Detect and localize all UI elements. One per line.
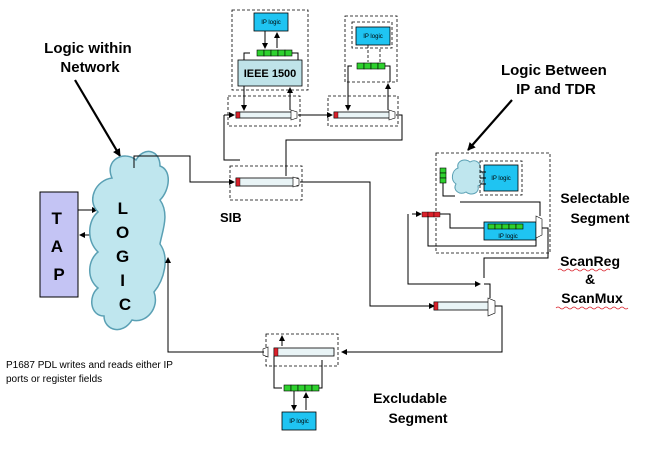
mux-right (535, 215, 543, 239)
lower-mux-register (433, 297, 496, 317)
register-red-bits (421, 211, 441, 218)
small-cloud (451, 159, 485, 195)
svg-text:IP logic: IP logic (491, 176, 511, 182)
wire-ieee-right (292, 52, 299, 60)
label-excludable-segment: Excludable Segment (373, 390, 451, 426)
ip-logic-right: IP logic (483, 164, 519, 192)
selectable-dashed-frame (435, 152, 551, 254)
wire-red-to-reg (440, 213, 484, 229)
wire-bits-to-cloud (442, 183, 455, 197)
ip-logic-top-left: IP logic (253, 12, 289, 32)
wire-excludable-to-logic (165, 257, 264, 353)
arrow-logic-within (74, 79, 121, 157)
svg-text:IEEE 1500: IEEE 1500 (244, 68, 297, 80)
wire-right-seg-left (347, 65, 352, 82)
ip-right-dashed-frame (344, 15, 398, 83)
ieee-1500-box: IEEE 1500 (237, 59, 303, 87)
wire-return-to-main-sib (285, 114, 403, 176)
spellcheck-underline-scanreg (557, 268, 611, 272)
wire-to-lower-mux (484, 283, 491, 298)
wire-mux-down (483, 227, 549, 278)
label-scanreg-scanmux: ScanReg & ScanMux (560, 253, 624, 306)
label-logic-between-ip-tdr: Logic Between IP and TDR (501, 62, 611, 98)
wire-left-loop (223, 115, 240, 161)
wire-cloud-to-mux (460, 201, 541, 216)
wire-mux-to-excludable (341, 305, 503, 355)
logic-letters: L O G I C (116, 199, 134, 314)
ip-logic-register: IP logic (483, 221, 537, 241)
svg-text:IP logic: IP logic (363, 34, 383, 40)
right-segment-bits (356, 62, 386, 70)
upper-sib-left (227, 95, 301, 127)
svg-text:IP logic: IP logic (498, 234, 518, 240)
upper-sib-right (327, 95, 399, 127)
main-sib (229, 165, 303, 201)
excludable-segment-bits (283, 384, 320, 392)
ip-logic-bottom: IP logic (281, 411, 317, 431)
arrow-logic-between (467, 99, 513, 151)
logic-cloud: L O G I C (89, 150, 169, 331)
tap-block: T A P (39, 191, 79, 298)
excludable-sib (262, 333, 339, 367)
wire-right-seg-right (385, 65, 391, 82)
svg-text:IP logic: IP logic (289, 419, 309, 425)
pdl-note: P1687 PDL writes and reads either IP por… (6, 360, 176, 385)
spellcheck-underline-scanmux (555, 306, 629, 310)
wire-exc-down-right (316, 360, 323, 389)
label-sib: SIB (220, 210, 242, 225)
wire-exc-down-left (273, 356, 282, 389)
svg-text:IP logic: IP logic (261, 20, 281, 26)
left-vertical-bits (439, 167, 447, 184)
wire-side-loop (407, 214, 481, 287)
ip-inner-dashed-frame (351, 21, 393, 49)
ieee-wrapper-dashed-frame (231, 9, 309, 91)
wire-sib-to-mux (300, 181, 435, 309)
label-logic-within-network: Logic within Network (44, 40, 136, 76)
ip-logic-top-right: IP logic (355, 26, 391, 46)
ieee-segment-bits (256, 49, 293, 57)
label-selectable-segment: Selectable Segment (560, 190, 633, 226)
tap-letters: T A P (51, 209, 67, 284)
wire-ieee-left (243, 52, 250, 60)
wire-logic-to-sib (133, 155, 235, 185)
